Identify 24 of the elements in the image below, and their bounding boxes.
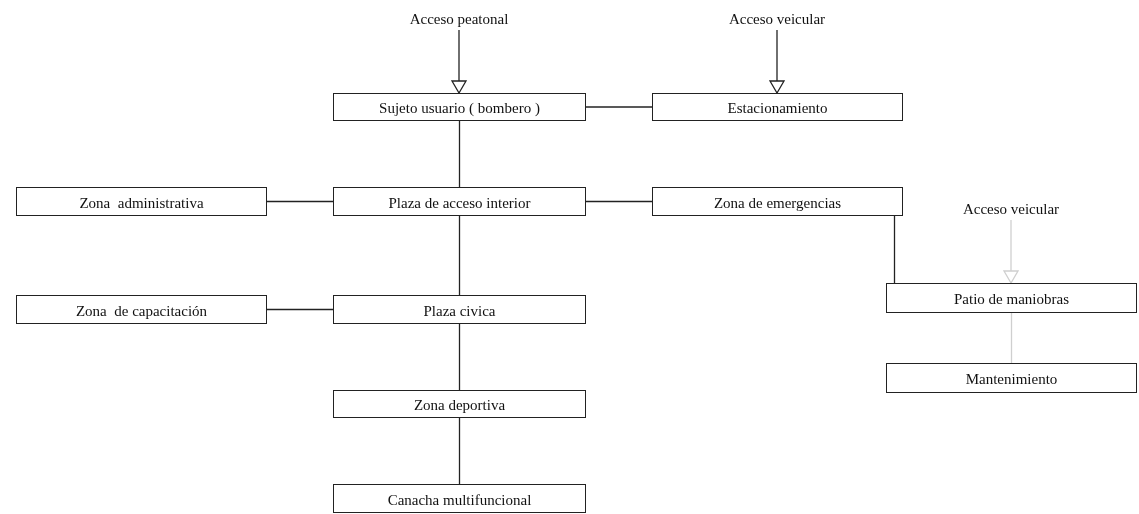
connector-line [266,200,334,203]
connector-line [458,120,461,188]
access-label: Acceso peatonal [389,8,529,30]
area-box: Plaza civica [333,295,586,324]
area-box: Plaza de acceso interior [333,187,586,216]
area-box: Sujeto usuario ( bombero ) [333,93,586,121]
area-box: Mantenimiento [886,363,1137,393]
connector-line [458,215,461,296]
connector-line [893,215,896,284]
area-box: Zona de emergencias [652,187,903,216]
area-box: Canacha multifuncional [333,484,586,513]
connector-line [458,417,461,485]
connector-line [585,106,653,108]
area-box: Zona deportiva [333,390,586,418]
area-box: Patio de maniobras [886,283,1137,313]
area-box: Estacionamiento [652,93,903,121]
connector-line [266,308,334,311]
connector-line [585,200,653,203]
area-box: Zona administrativa [16,187,267,216]
connector-line [458,323,461,391]
access-label: Acceso veicular [707,8,847,30]
connector-line [1010,312,1013,364]
access-label: Acceso veicular [941,198,1081,220]
area-box: Zona de capacitación [16,295,267,324]
